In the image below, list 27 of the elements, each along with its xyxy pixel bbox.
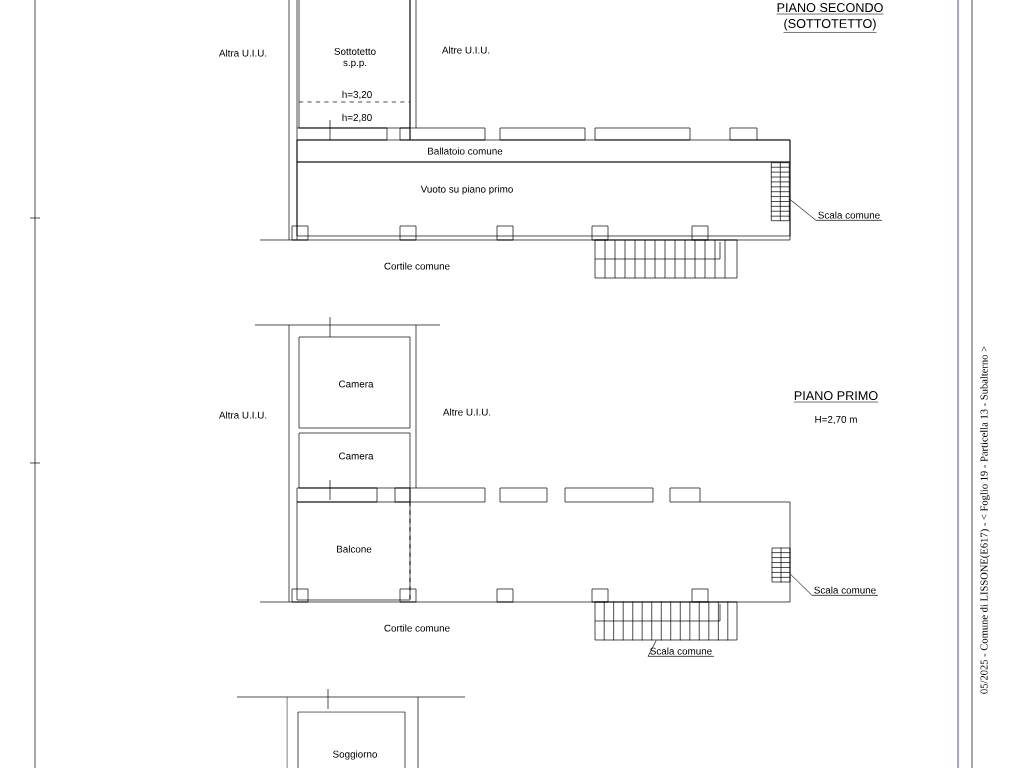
area-label: Altre U.I.U. xyxy=(442,408,491,416)
leader-line xyxy=(789,198,883,221)
room: Sottotetto s.p.p. h=3,20 h=2,80 xyxy=(298,0,411,129)
staircase xyxy=(771,547,791,583)
area-label: Altra U.I.U. xyxy=(218,49,267,57)
area-label: Altre U.I.U. xyxy=(441,46,490,54)
room-label: Scala comune xyxy=(814,586,876,594)
area-label: H=2,70 m xyxy=(815,415,857,425)
floor-title: (SOTTOTETTO) xyxy=(783,18,877,33)
room-label: Scala comune xyxy=(818,211,880,219)
leader-line xyxy=(790,573,879,596)
floor-title: PIANO SECONDO xyxy=(776,3,884,15)
room-label: Scala comune xyxy=(650,647,712,655)
margin-note: 05/2025 - Comune di LISSONE(E617) - < Foglio 19 - Particella 13 - Subalterno > xyxy=(980,346,990,694)
area-label: Cortile comune xyxy=(384,262,450,270)
room: Soggiorno xyxy=(297,711,406,768)
staircase xyxy=(770,162,790,222)
area-label: Altra U.I.U. xyxy=(218,411,267,419)
room: Vuoto su piano primo xyxy=(296,161,791,237)
leader-line xyxy=(647,640,715,657)
room: Balcone xyxy=(296,501,411,601)
floor-title: PIANO PRIMO xyxy=(793,391,879,403)
room: Camera xyxy=(298,336,411,429)
room: Camera xyxy=(298,432,411,489)
staircase xyxy=(594,601,738,641)
area-label: Cortile comune xyxy=(384,624,450,632)
room: Ballatoio comune xyxy=(296,139,791,163)
